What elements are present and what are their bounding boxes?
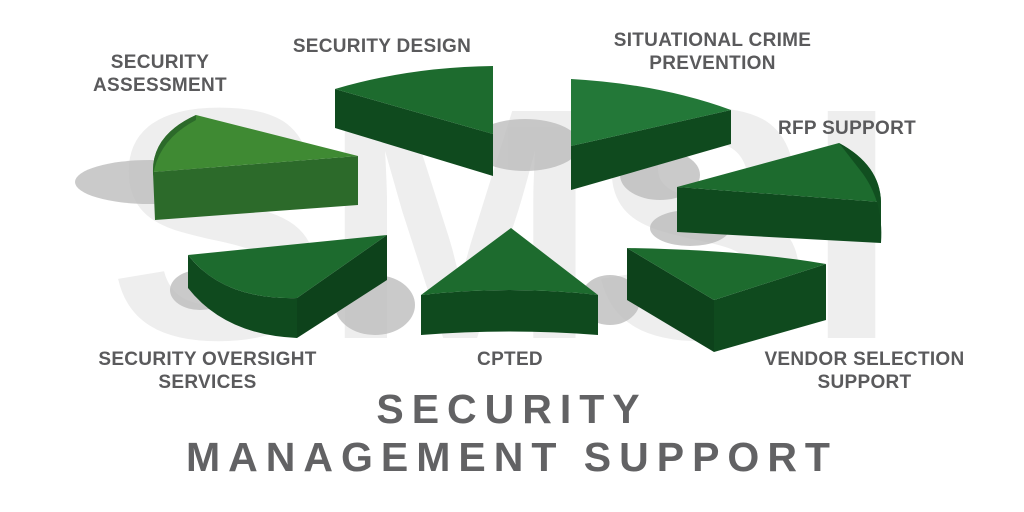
label-security-assessment: SECURITY ASSESSMENT [75, 51, 245, 97]
title-line-2: MANAGEMENT SUPPORT [0, 435, 1024, 479]
title-line-1: SECURITY [0, 387, 1024, 431]
label-security-design: SECURITY DESIGN [272, 35, 492, 58]
label-situational-crime-prevention: SITUATIONAL CRIME PREVENTION [590, 29, 835, 75]
label-rfp-support: RFP SUPPORT [762, 117, 932, 140]
label-cpted: CPTED [440, 348, 580, 371]
